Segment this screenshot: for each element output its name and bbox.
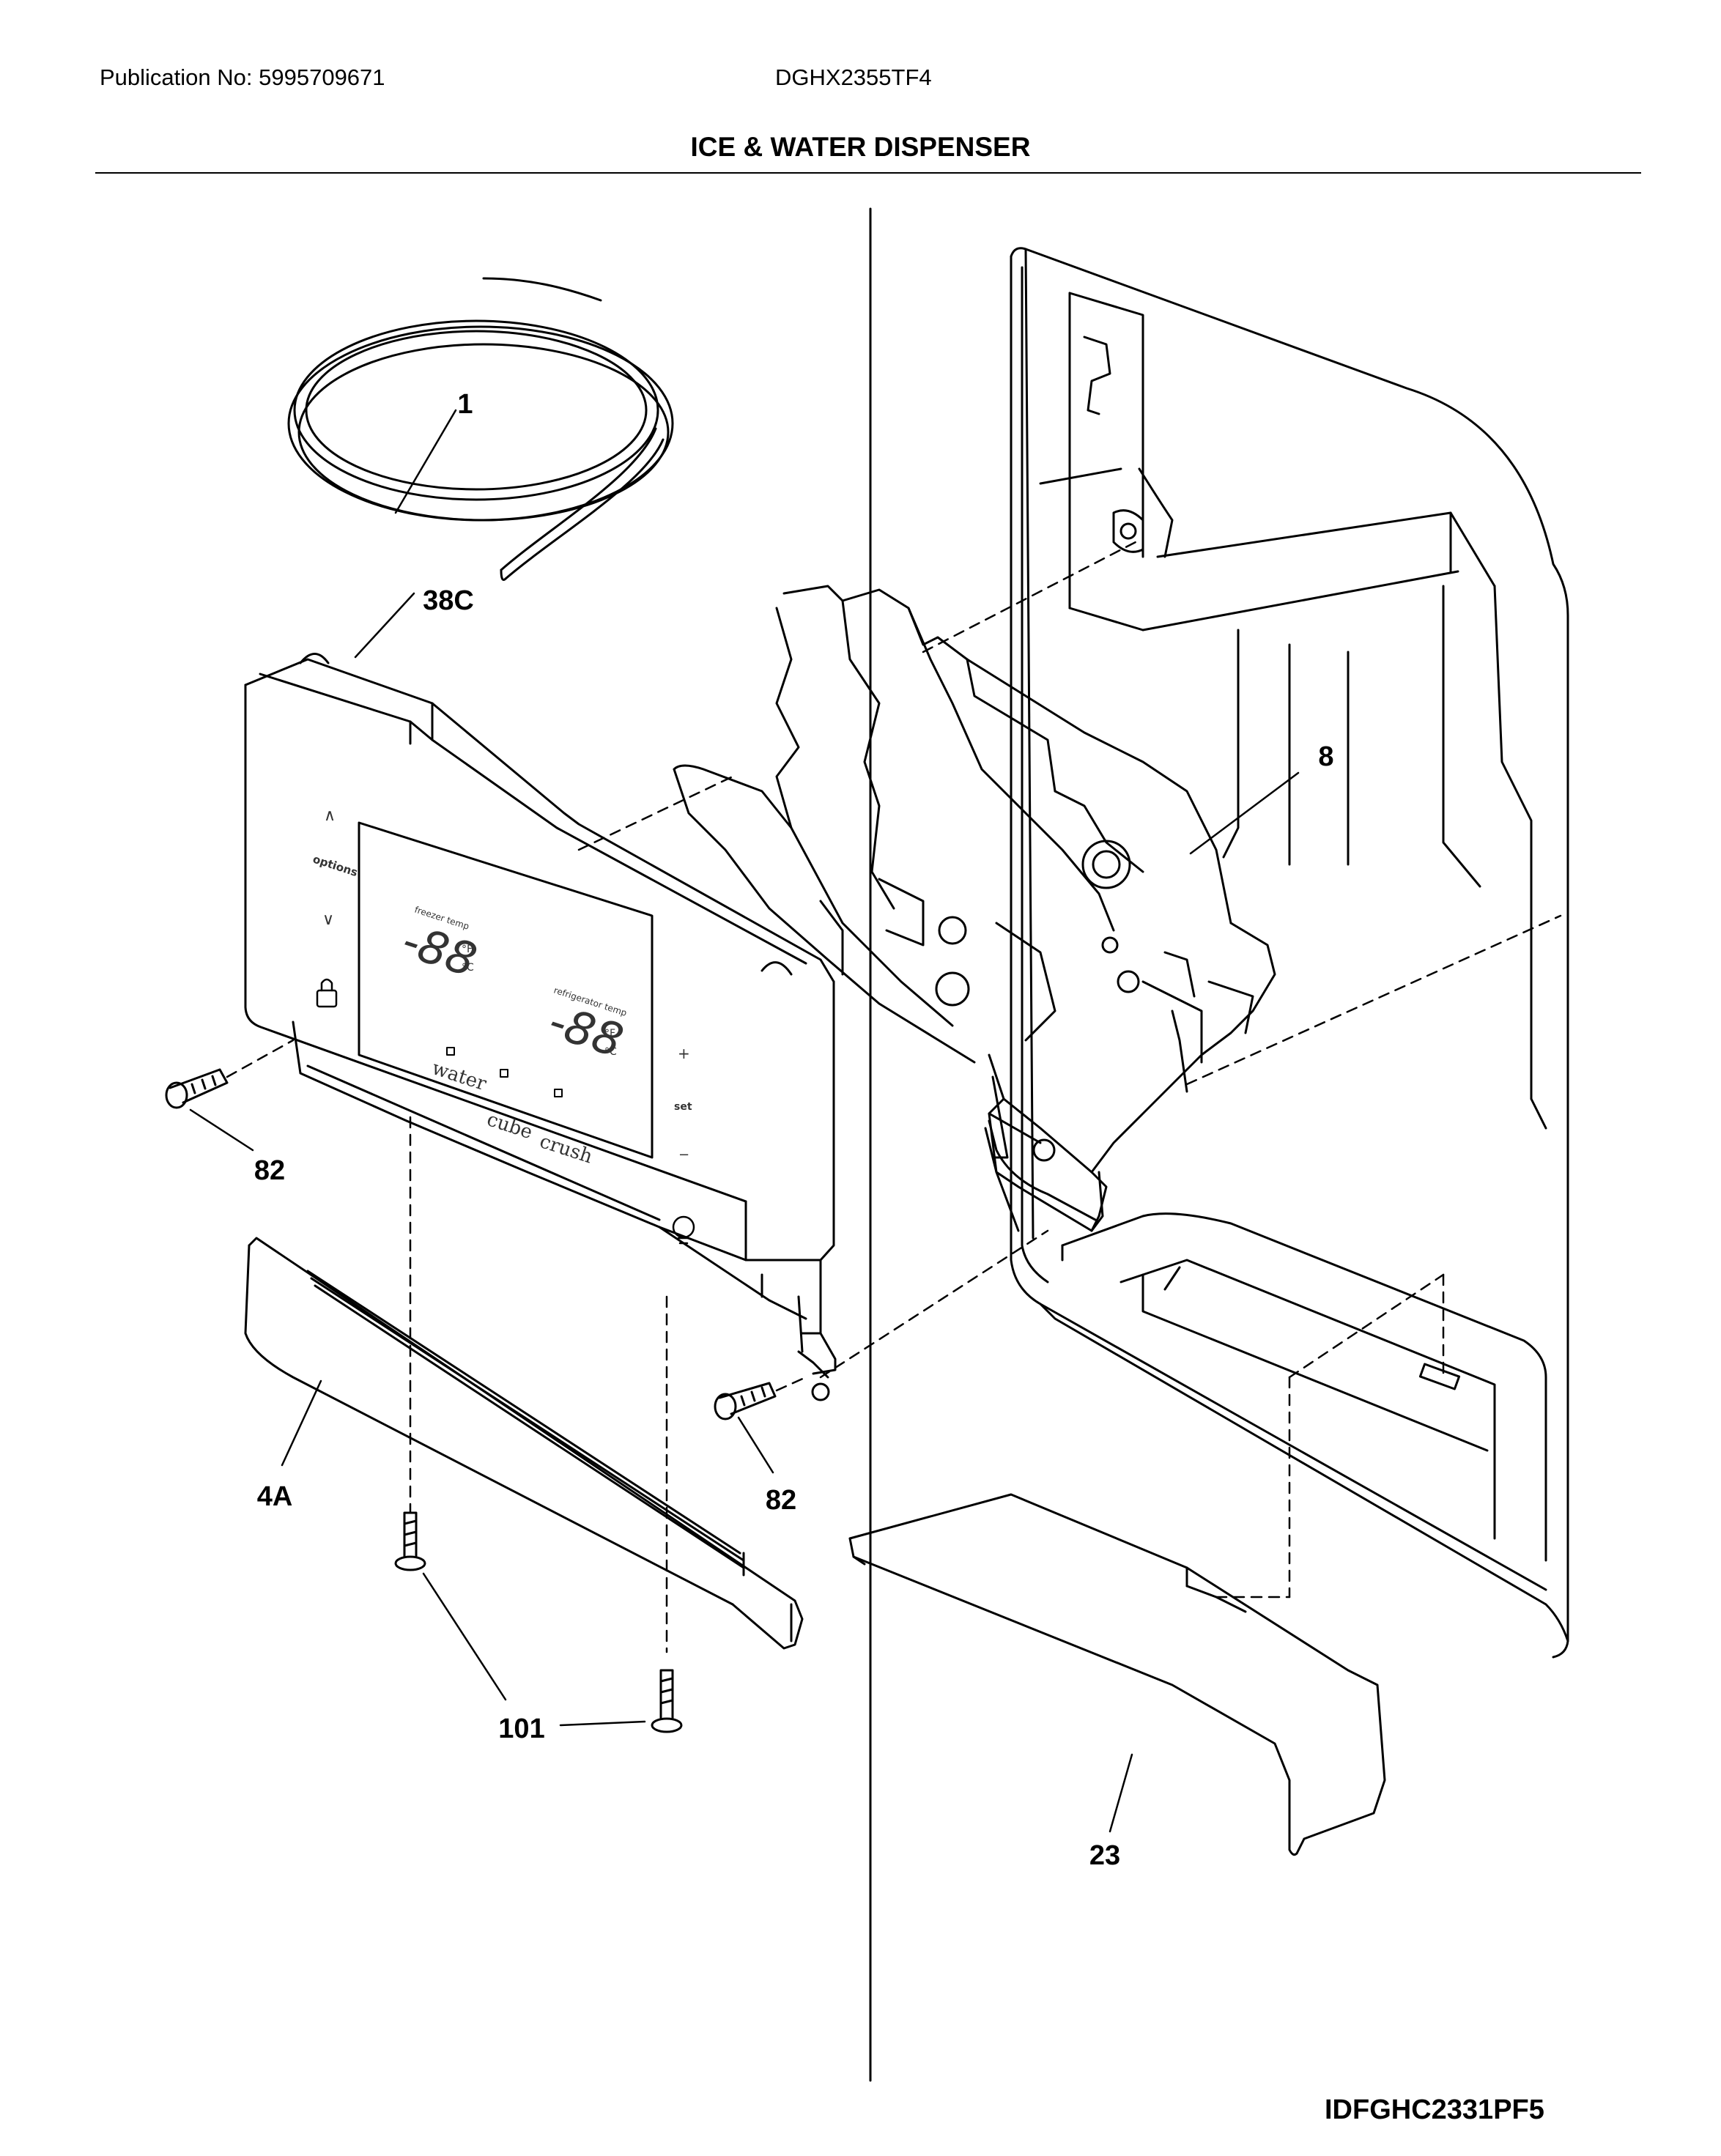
fridge-c-unit: °C [604,1046,617,1058]
down-arrow-label: ∨ [322,911,334,929]
fridge-f-unit: °F [604,1028,615,1040]
leader-4a [281,1379,322,1467]
model-number: DGHX2355TF4 [775,64,932,90]
page-title: ICE & WATER DISPENSER [690,132,1031,162]
figure-id: IDFGHC2331PF5 [1325,2094,1544,2125]
callout-8: 8 [1318,741,1333,772]
header-rule [95,172,1641,174]
leader-82-left [189,1108,254,1152]
callout-101: 101 [498,1714,544,1744]
leader-101-a [422,1572,507,1701]
callout-1: 1 [457,389,473,420]
options-label: options [311,853,360,880]
indicator-square [446,1047,563,1097]
publication-number: Publication No: 5995709671 [100,64,385,90]
lock-icon [316,978,338,1008]
plus-label: + [678,1045,690,1062]
callout-23: 23 [1089,1840,1120,1871]
callout-82-right: 82 [766,1485,796,1516]
callout-4a: 4A [257,1481,293,1512]
leader-101-b [559,1720,646,1727]
control-panel-housing [244,653,837,1401]
dispenser-trim [244,1237,804,1650]
leader-23 [1109,1753,1133,1833]
leader-38c [354,592,415,659]
callout-38c: 38C [423,585,474,616]
callout-82-left: 82 [254,1155,285,1186]
freezer-f-unit: °F [462,944,473,955]
screw-82-right [714,1382,777,1420]
light-bulb-icon [672,1215,695,1245]
dispenser-module [673,585,1276,1232]
screw-101-bottom [651,1669,683,1733]
freezer-c-unit: °C [462,962,474,974]
set-label: set [674,1101,692,1113]
screw-101-top [394,1511,426,1571]
dispenser-cavity-housing [1010,247,1569,1659]
water-tubing-coil [287,277,674,581]
dispenser-paddle [984,1075,1104,1232]
leader-1 [394,409,457,514]
leader-8 [1189,771,1300,855]
leader-82-right [737,1416,774,1474]
screw-82-left [165,1068,229,1109]
minus-label: − [678,1147,689,1163]
drip-tray [848,1493,1386,1856]
up-arrow-label: ∧ [324,807,336,825]
